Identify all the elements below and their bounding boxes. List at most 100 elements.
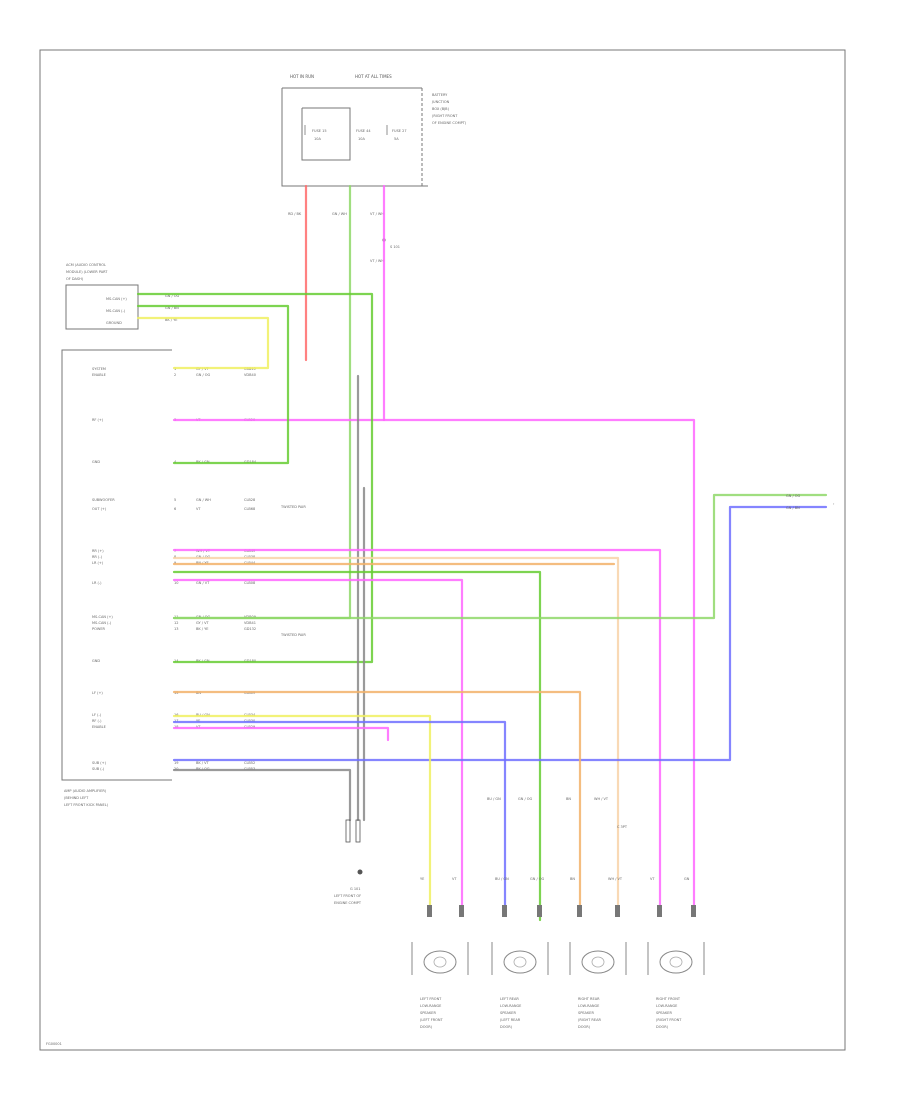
amp-pin-label: OUT (+) [92,507,107,511]
acm-title-3: OF DASH) [66,277,84,281]
speaker-mid-label-2: GN / OG [518,797,532,801]
ground-icon [357,869,363,875]
amp-pin-circuit: CLB68 [244,507,255,511]
acm-pin-2: MS-CAN (-) [106,309,126,313]
connector-pin [577,905,582,917]
twisted-pair-note-2: TWISTED PAIR [280,633,306,637]
acm-pin-3: GROUND [106,321,122,325]
amp-pin-circuit: CLB08 [244,581,255,585]
amp-pin-label: ENABLE [92,373,106,377]
wire-pink [172,726,390,742]
fuse-box-hot-at-all-times: HOT AT ALL TIMES [355,74,392,79]
amp-pin-label: LR (+) [92,561,104,565]
speaker-wire-label: WH / VT [608,877,623,881]
speaker-wire-label: GN / OG [530,877,544,881]
amp-pin-number: 2 [174,373,176,377]
fuse-44-amp: 10A [358,137,365,141]
acm-title-1: ACM (AUDIO CONTROL [66,263,106,267]
speaker-title: (LEFT FRONT [420,1018,444,1022]
amp-pin-label: SUBWOOFER [92,498,115,502]
amp-pin-wire: GN / VT [196,581,210,585]
speaker-wire-label: BN [570,877,575,881]
speaker-mid-label-4: WH / VT [594,797,609,801]
connector-pin [615,905,620,917]
speaker-title: DOOR) [500,1025,513,1029]
fuse-15-label: FUSE 15 [312,129,327,133]
amp-pin-label: SUB (-) [92,767,105,771]
speaker-icon [659,950,693,974]
amp-pin-label: POWER [92,627,106,631]
amp-pin-number: 5 [174,498,176,502]
fuse-44-label: FUSE 44 [356,129,371,133]
amp-pin-circuit: VDB40 [244,373,256,377]
speaker-title: LOW-RANGE [500,1004,521,1008]
amp-pin-label: GND [92,460,100,464]
amp-pin-wire: GN / WH [196,498,211,502]
connector-pin [657,905,662,917]
speaker-title: SPEAKER [656,1011,672,1015]
connector-pin [427,905,432,917]
splice-label: S 101 [390,245,400,249]
wire-green [172,570,542,922]
speaker-title: SPEAKER [420,1011,436,1015]
speaker-icon [503,950,537,974]
wire-orange [172,690,582,917]
amp-pin-wire: GN / OG [196,373,210,377]
wire-pink [382,418,696,917]
amp-pin-number: 10 [174,581,178,585]
speaker-mid-connector: C 3PT [617,825,628,829]
amp-pin-label: LF (+) [92,691,103,695]
speaker-wire-label: BU / GN [495,877,509,881]
amp-pin-label: LR (-) [92,581,102,585]
speaker-title: DOOR) [656,1025,669,1029]
amp-pin-label: RR (+) [92,549,104,553]
fuse-27-label: FUSE 27 [392,129,407,133]
speaker-title: (RIGHT FRONT [656,1018,682,1022]
acm-wire-2: GN / BN [165,306,179,310]
acm-pin-1: MS-CAN (+) [106,297,127,301]
wire-pink [172,578,464,917]
can-right-label-2: GN / BN [786,506,800,510]
amp-pin-label: LF (-) [92,713,102,717]
fuse-box-outline [281,88,428,187]
amp-pin-label: MS-CAN (-) [92,621,112,625]
wire-yellow [172,714,432,917]
wire-pink [172,548,662,917]
fuse-box-title-1: BATTERY [432,93,448,97]
acm-title-2: MODULE) (LOWER PART [66,270,108,274]
speaker-wire-label: GN [684,877,690,881]
acm-wire-1: GN / OG [165,294,179,298]
amp-pin-number: 13 [174,627,178,631]
speaker-wire-label: VT [650,877,655,881]
speaker-wire-label: YE [420,877,424,881]
amp-title-3: LEFT FRONT KICK PANEL) [64,803,109,807]
splice-wire-label: VT / WH [370,259,384,263]
amp-pin-number: 12 [174,621,178,625]
fuse-wire-label-2: GN / WH [332,212,347,216]
twisted-pair-note-1: TWISTED PAIR [280,505,306,509]
speaker-icon [423,950,457,974]
footer-code: FG00001 [46,1042,62,1046]
fuse-15-amp: 10A [314,137,321,141]
fuse-27-amp: 5A [394,137,399,141]
speaker-title: DOOR) [420,1025,433,1029]
connector-pin [459,905,464,917]
connector-pin [502,905,507,917]
amp-pin-label: RF (-) [92,719,102,723]
speaker-title: LOW-RANGE [420,1004,441,1008]
amp-pin-circuit: CLB28 [244,498,255,502]
ground-name: G 101 [350,887,361,891]
wire-green [136,304,290,465]
fuse-box-hot-in-run: HOT IN RUN [290,74,314,79]
connector-pin [537,905,542,917]
fuse-box-title-4: (RIGHT FRONT [432,114,458,118]
speaker-icon [581,950,615,974]
wire-blue [172,720,507,917]
amp-pin-wire: BK / VT [196,761,209,765]
amp-pin-label: SYSTEM [92,367,106,371]
wire-yellow [136,316,270,370]
